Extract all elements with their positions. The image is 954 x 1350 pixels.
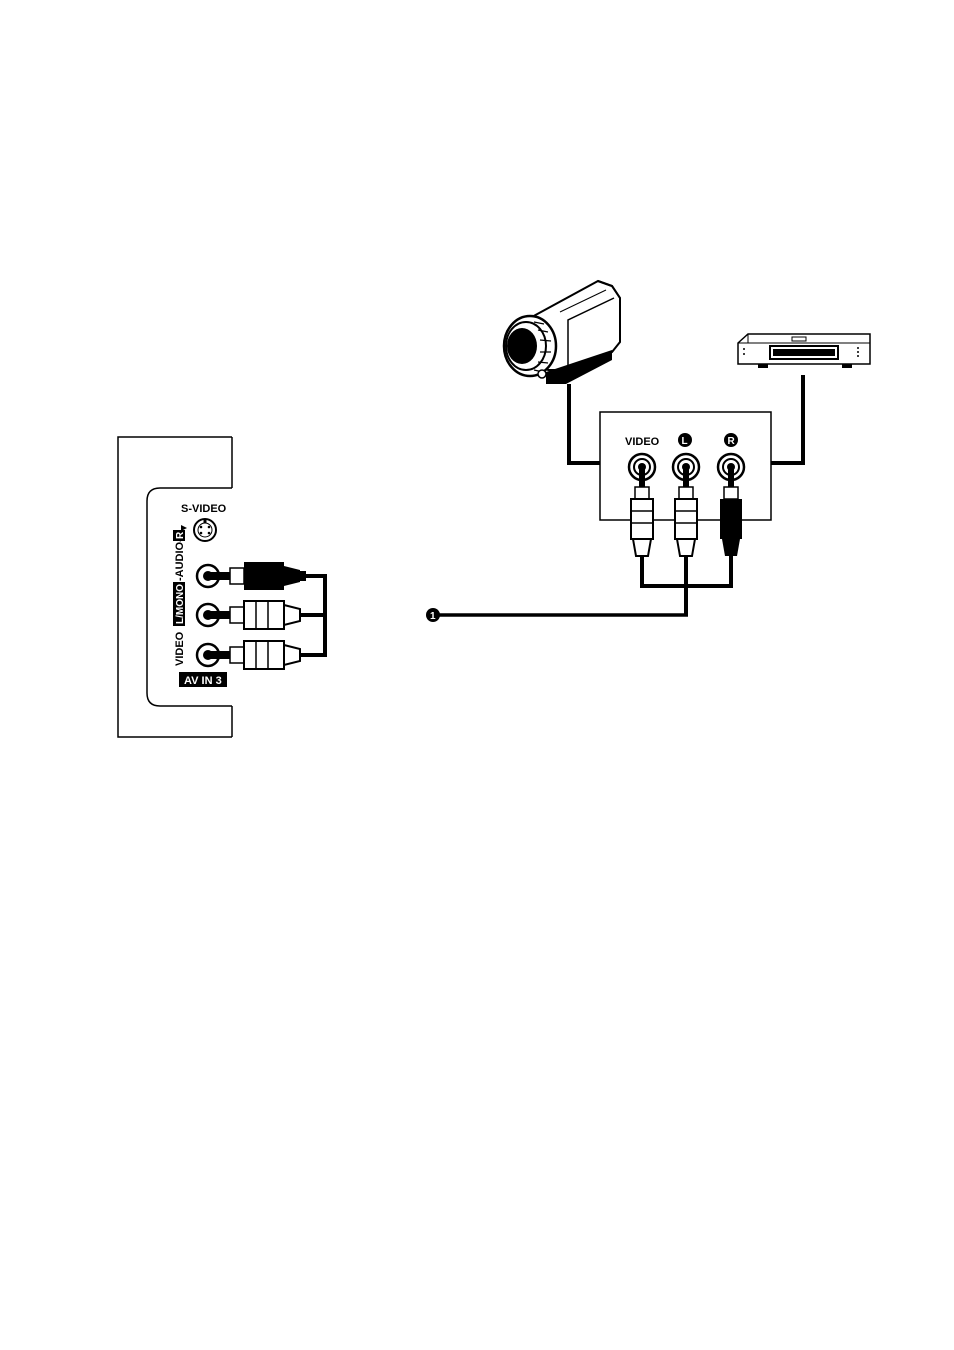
s-video-jack[interactable] <box>194 519 216 541</box>
left-badge: L <box>678 433 692 447</box>
callout-number: 1 <box>430 611 436 622</box>
tv-plugs <box>210 562 325 669</box>
audio-r-plug-tv[interactable] <box>210 562 306 590</box>
vcr-icon <box>738 334 870 368</box>
video-plug-tv[interactable] <box>210 641 300 669</box>
jack-vertical-label: VIDEO L/MONO -AUDIO- R <box>173 530 186 666</box>
video-label-vertical: VIDEO <box>174 631 186 666</box>
av-in-label: AV IN 3 <box>184 675 222 687</box>
r-label: R <box>175 531 186 539</box>
tv-side-panel: S-VIDEO VIDEO L/MONO -AUDIO- R <box>118 437 232 737</box>
camcorder-cable <box>569 384 600 463</box>
audio-label: -AUDIO- <box>174 538 186 581</box>
left-badge-text: L <box>682 436 688 447</box>
right-badge-text: R <box>728 436 736 447</box>
right-badge: R <box>724 433 738 447</box>
vcr-cable <box>771 375 803 463</box>
source-cable-bundle <box>642 556 731 614</box>
cable-callout: 1 <box>426 608 688 622</box>
s-video-label: S-VIDEO <box>181 503 227 515</box>
source-video-label: VIDEO <box>625 436 660 448</box>
tv-cable-bundle <box>300 576 325 655</box>
audio-l-plug-tv[interactable] <box>210 601 300 629</box>
camcorder-icon <box>504 281 620 384</box>
l-mono-label: L/MONO <box>175 584 186 624</box>
source-plugs <box>631 467 742 614</box>
